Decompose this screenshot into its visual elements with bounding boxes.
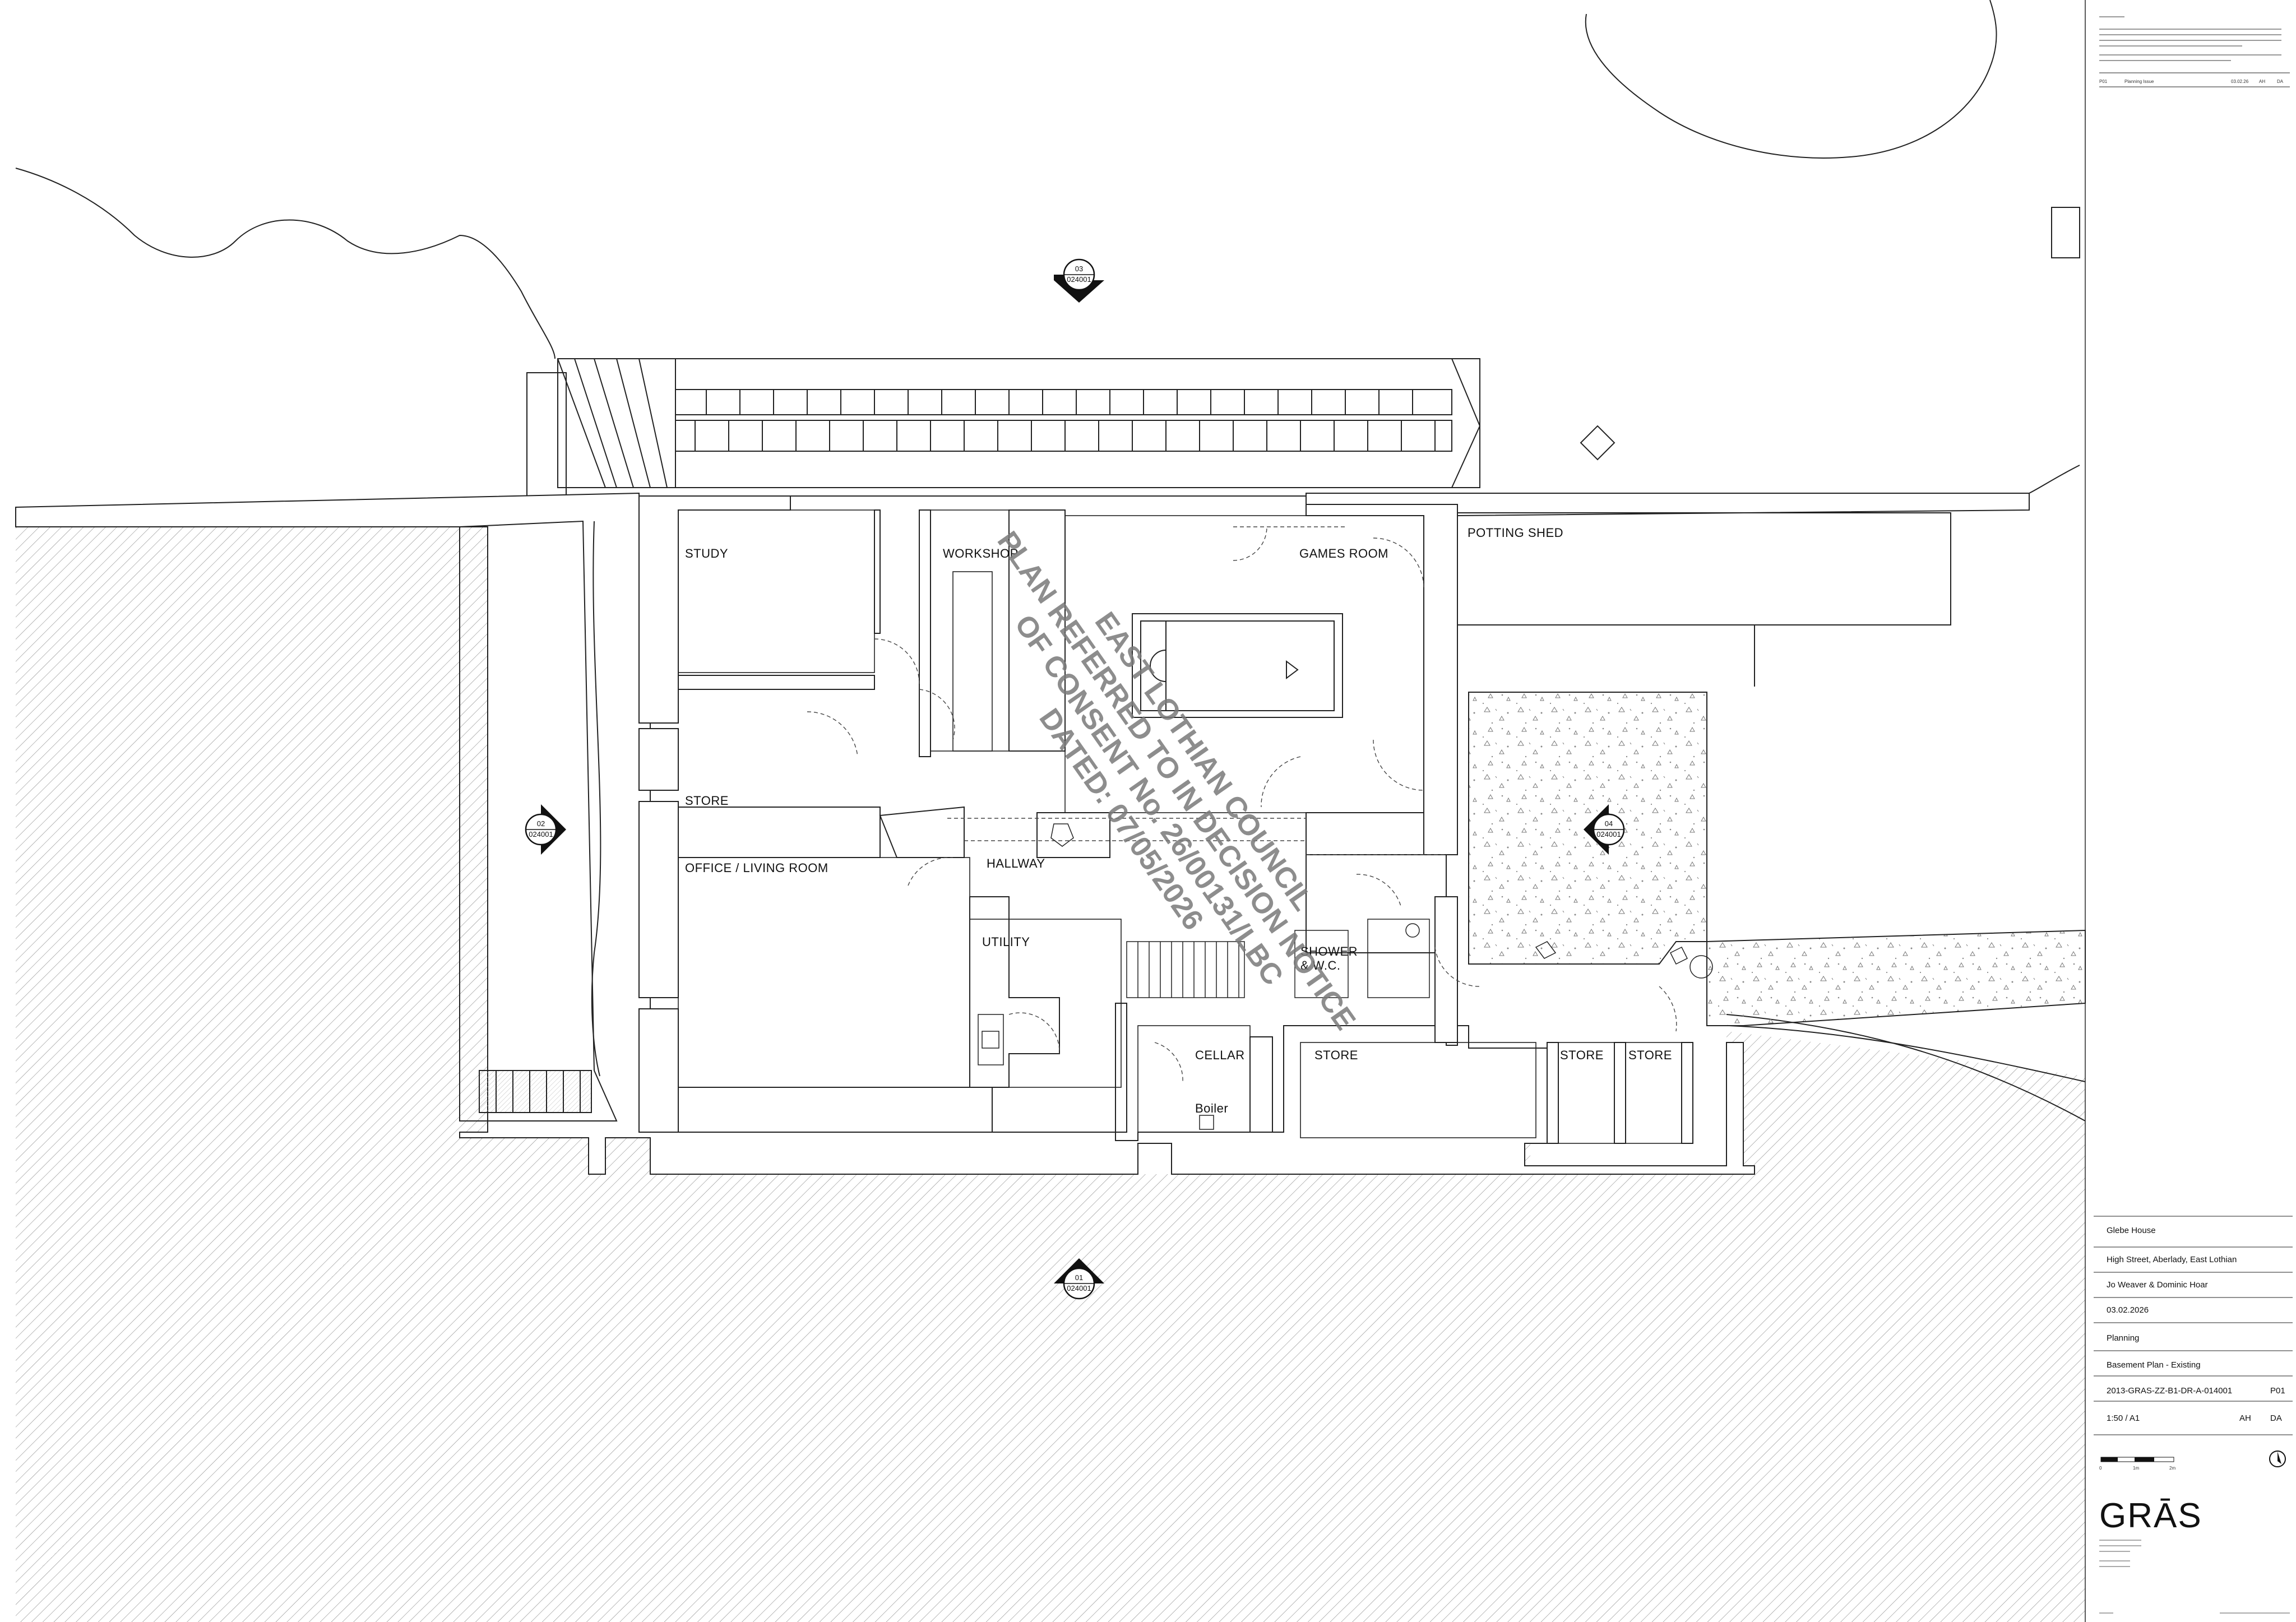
section-marker-sheet: 024001: [529, 830, 553, 838]
revision-row-rev: P01: [2099, 79, 2108, 84]
site-outline: [15, 0, 2086, 1122]
room-label-hallway: HALLWAY: [987, 856, 1045, 870]
revision-row-checked: DA: [2277, 79, 2284, 84]
pool-table: [1132, 613, 1343, 718]
revision-row-description: Planning Issue: [2124, 79, 2154, 84]
room-label-games-room: GAMES ROOM: [1299, 546, 1388, 560]
room-label-study: STUDY: [685, 546, 728, 560]
project-name: Glebe House: [2107, 1226, 2156, 1235]
room-label-utility: UTILITY: [982, 935, 1030, 949]
title-block: P01 Planning Issue 03.02.26 AH DA Glebe …: [2085, 0, 2293, 1622]
section-marker-number: 02: [537, 819, 545, 828]
section-marker-sheet: 024001: [1067, 275, 1091, 284]
general-notes: [2099, 16, 2281, 61]
section-marker-sheet: 024001: [1067, 1284, 1091, 1292]
project-address: High Street, Aberlady, East Lothian: [2107, 1255, 2237, 1264]
room-label-office-living: OFFICE / LIVING ROOM: [685, 861, 828, 875]
scale-bar-label: 0: [2099, 1466, 2102, 1471]
room-label-shower: SHOWER: [1300, 944, 1358, 958]
drawing-status: Planning: [2107, 1333, 2139, 1343]
section-marker-number: 03: [1075, 265, 1083, 273]
room-label-store: STORE: [685, 794, 729, 808]
north-arrow-icon: [2269, 1450, 2286, 1467]
room-labels: STUDY WORKSHOP GAMES ROOM POTTING SHED S…: [685, 526, 1672, 1115]
room-label-cellar: CELLAR: [1195, 1048, 1245, 1062]
north-terrace: [526, 358, 1615, 499]
revision-row-date: 03.02.26: [2231, 79, 2249, 84]
section-marker-04: 04 024001: [1584, 804, 1625, 855]
issue-date: 03.02.2026: [2107, 1305, 2149, 1315]
room-label-store: STORE: [1314, 1048, 1358, 1062]
drawing-number: 2013-GRAS-ZZ-B1-DR-A-014001: [2107, 1386, 2232, 1396]
section-marker-02: 02 024001: [525, 804, 566, 855]
room-label-workshop: WORKSHOP: [943, 546, 1019, 560]
scale-bar-label: 2m: [2169, 1466, 2175, 1471]
basement-plan: [15, 492, 2086, 1175]
scale-bar-label: 1m: [2133, 1466, 2139, 1471]
drawing-scale: 1:50 / A1: [2107, 1414, 2140, 1423]
section-marker-03: 03 024001: [1054, 258, 1104, 303]
room-label-wc: & W.C.: [1300, 958, 1340, 972]
section-marker-01: 01 024001: [1054, 1258, 1104, 1300]
drawing-revision: P01: [2270, 1386, 2285, 1396]
client-name: Jo Weaver & Dominic Hoar: [2107, 1280, 2208, 1290]
section-marker-sheet: 024001: [1596, 830, 1621, 838]
section-marker-number: 04: [1605, 819, 1613, 828]
room-label-boiler: Boiler: [1195, 1101, 1228, 1115]
section-marker-number: 01: [1075, 1273, 1083, 1282]
practice-logo: GRĀS: [2099, 1496, 2202, 1535]
revision-row-drawn: AH: [2259, 79, 2265, 84]
revision-table: P01 Planning Issue 03.02.26 AH DA: [2099, 72, 2290, 87]
room-label-store: STORE: [1628, 1048, 1672, 1062]
checked-by: DA: [2270, 1414, 2282, 1423]
drawing-title: Basement Plan - Existing: [2107, 1360, 2201, 1370]
drawn-by: AH: [2239, 1414, 2251, 1423]
scale-bar: 0 1m 2m: [2099, 1457, 2175, 1471]
room-label-store: STORE: [1560, 1048, 1604, 1062]
room-label-potting-shed: POTTING SHED: [1468, 526, 1563, 540]
